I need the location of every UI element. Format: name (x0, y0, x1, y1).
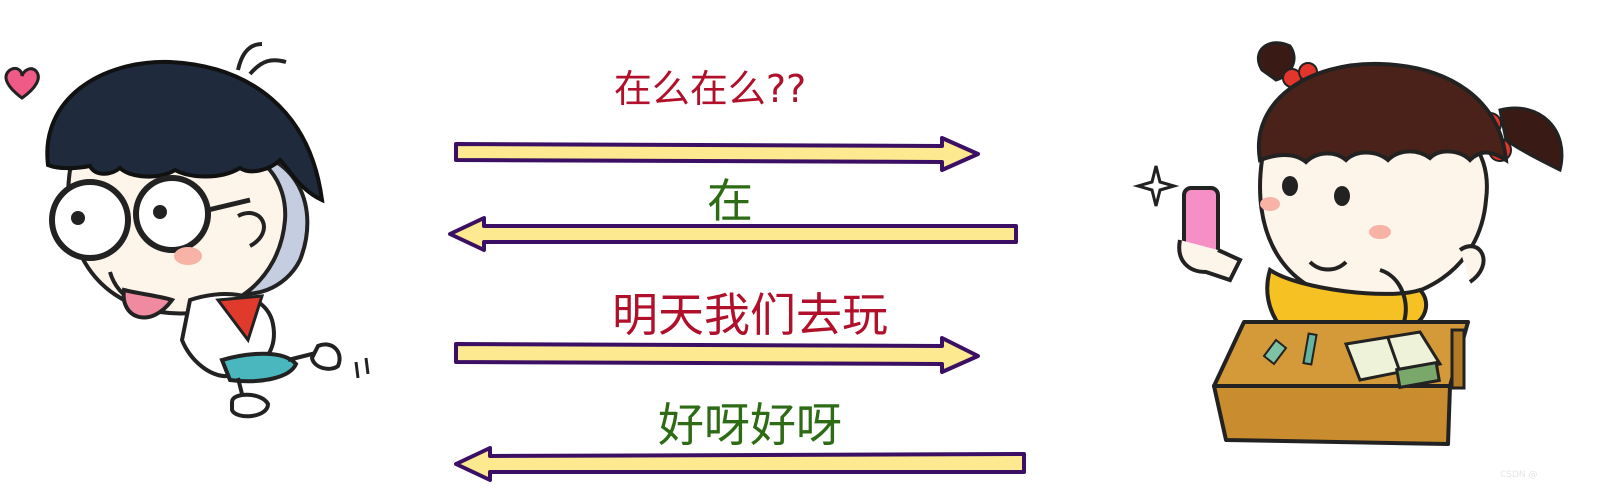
cheek-blush (174, 247, 202, 265)
arm (1379, 268, 1408, 323)
cheek-blush (1369, 225, 1391, 239)
shorts (219, 351, 299, 384)
glasses-lens-left (49, 179, 131, 261)
message-1-label: 在么在么?? (613, 67, 807, 111)
message-2-label: 在 (707, 174, 753, 228)
face (1258, 138, 1489, 303)
ear (237, 211, 266, 248)
desk-front (1212, 384, 1452, 446)
boy-with-glasses-illustration (4, 42, 370, 419)
glasses-arm (207, 197, 251, 213)
shirt (1265, 266, 1429, 328)
arrow-to-right-3 (454, 336, 980, 374)
eye-left (1282, 176, 1298, 196)
watermark: CSDN @ (1500, 470, 1538, 480)
shoe (309, 342, 342, 371)
smile (1308, 260, 1348, 272)
glasses-lens-right (133, 175, 211, 253)
message-3-label: 明天我们去玩 (612, 288, 888, 342)
sparkle-icon (1132, 165, 1180, 207)
book-spine (1386, 337, 1402, 373)
cheek-blush (1260, 197, 1280, 211)
book-cover (1395, 360, 1441, 390)
desk-leg (1450, 328, 1466, 390)
hair-strand (248, 58, 287, 76)
message-arrows (448, 136, 1026, 482)
hair (45, 59, 325, 204)
heart-icon (4, 66, 40, 100)
hair-strand (236, 42, 263, 71)
pupil-left (71, 211, 85, 225)
motion-mark (354, 361, 360, 379)
hand (1177, 239, 1243, 283)
arrow-to-left-4 (454, 446, 1026, 482)
girl-with-phone-illustration (1132, 41, 1564, 446)
message-4-label: 好呀好呀 (658, 398, 842, 452)
pencil (1302, 332, 1318, 366)
pupil-right (153, 205, 167, 219)
red-scarf (215, 294, 265, 344)
motion-mark (364, 357, 370, 375)
arrow-to-left-2 (448, 216, 1018, 252)
hair (1256, 61, 1509, 165)
eye-right (1334, 186, 1350, 206)
ear (1458, 244, 1486, 284)
eraser (1262, 338, 1288, 366)
arrow-to-right-1 (454, 136, 980, 172)
pigtail-right (1498, 106, 1564, 173)
tongue (121, 287, 176, 320)
shoe (230, 392, 271, 419)
